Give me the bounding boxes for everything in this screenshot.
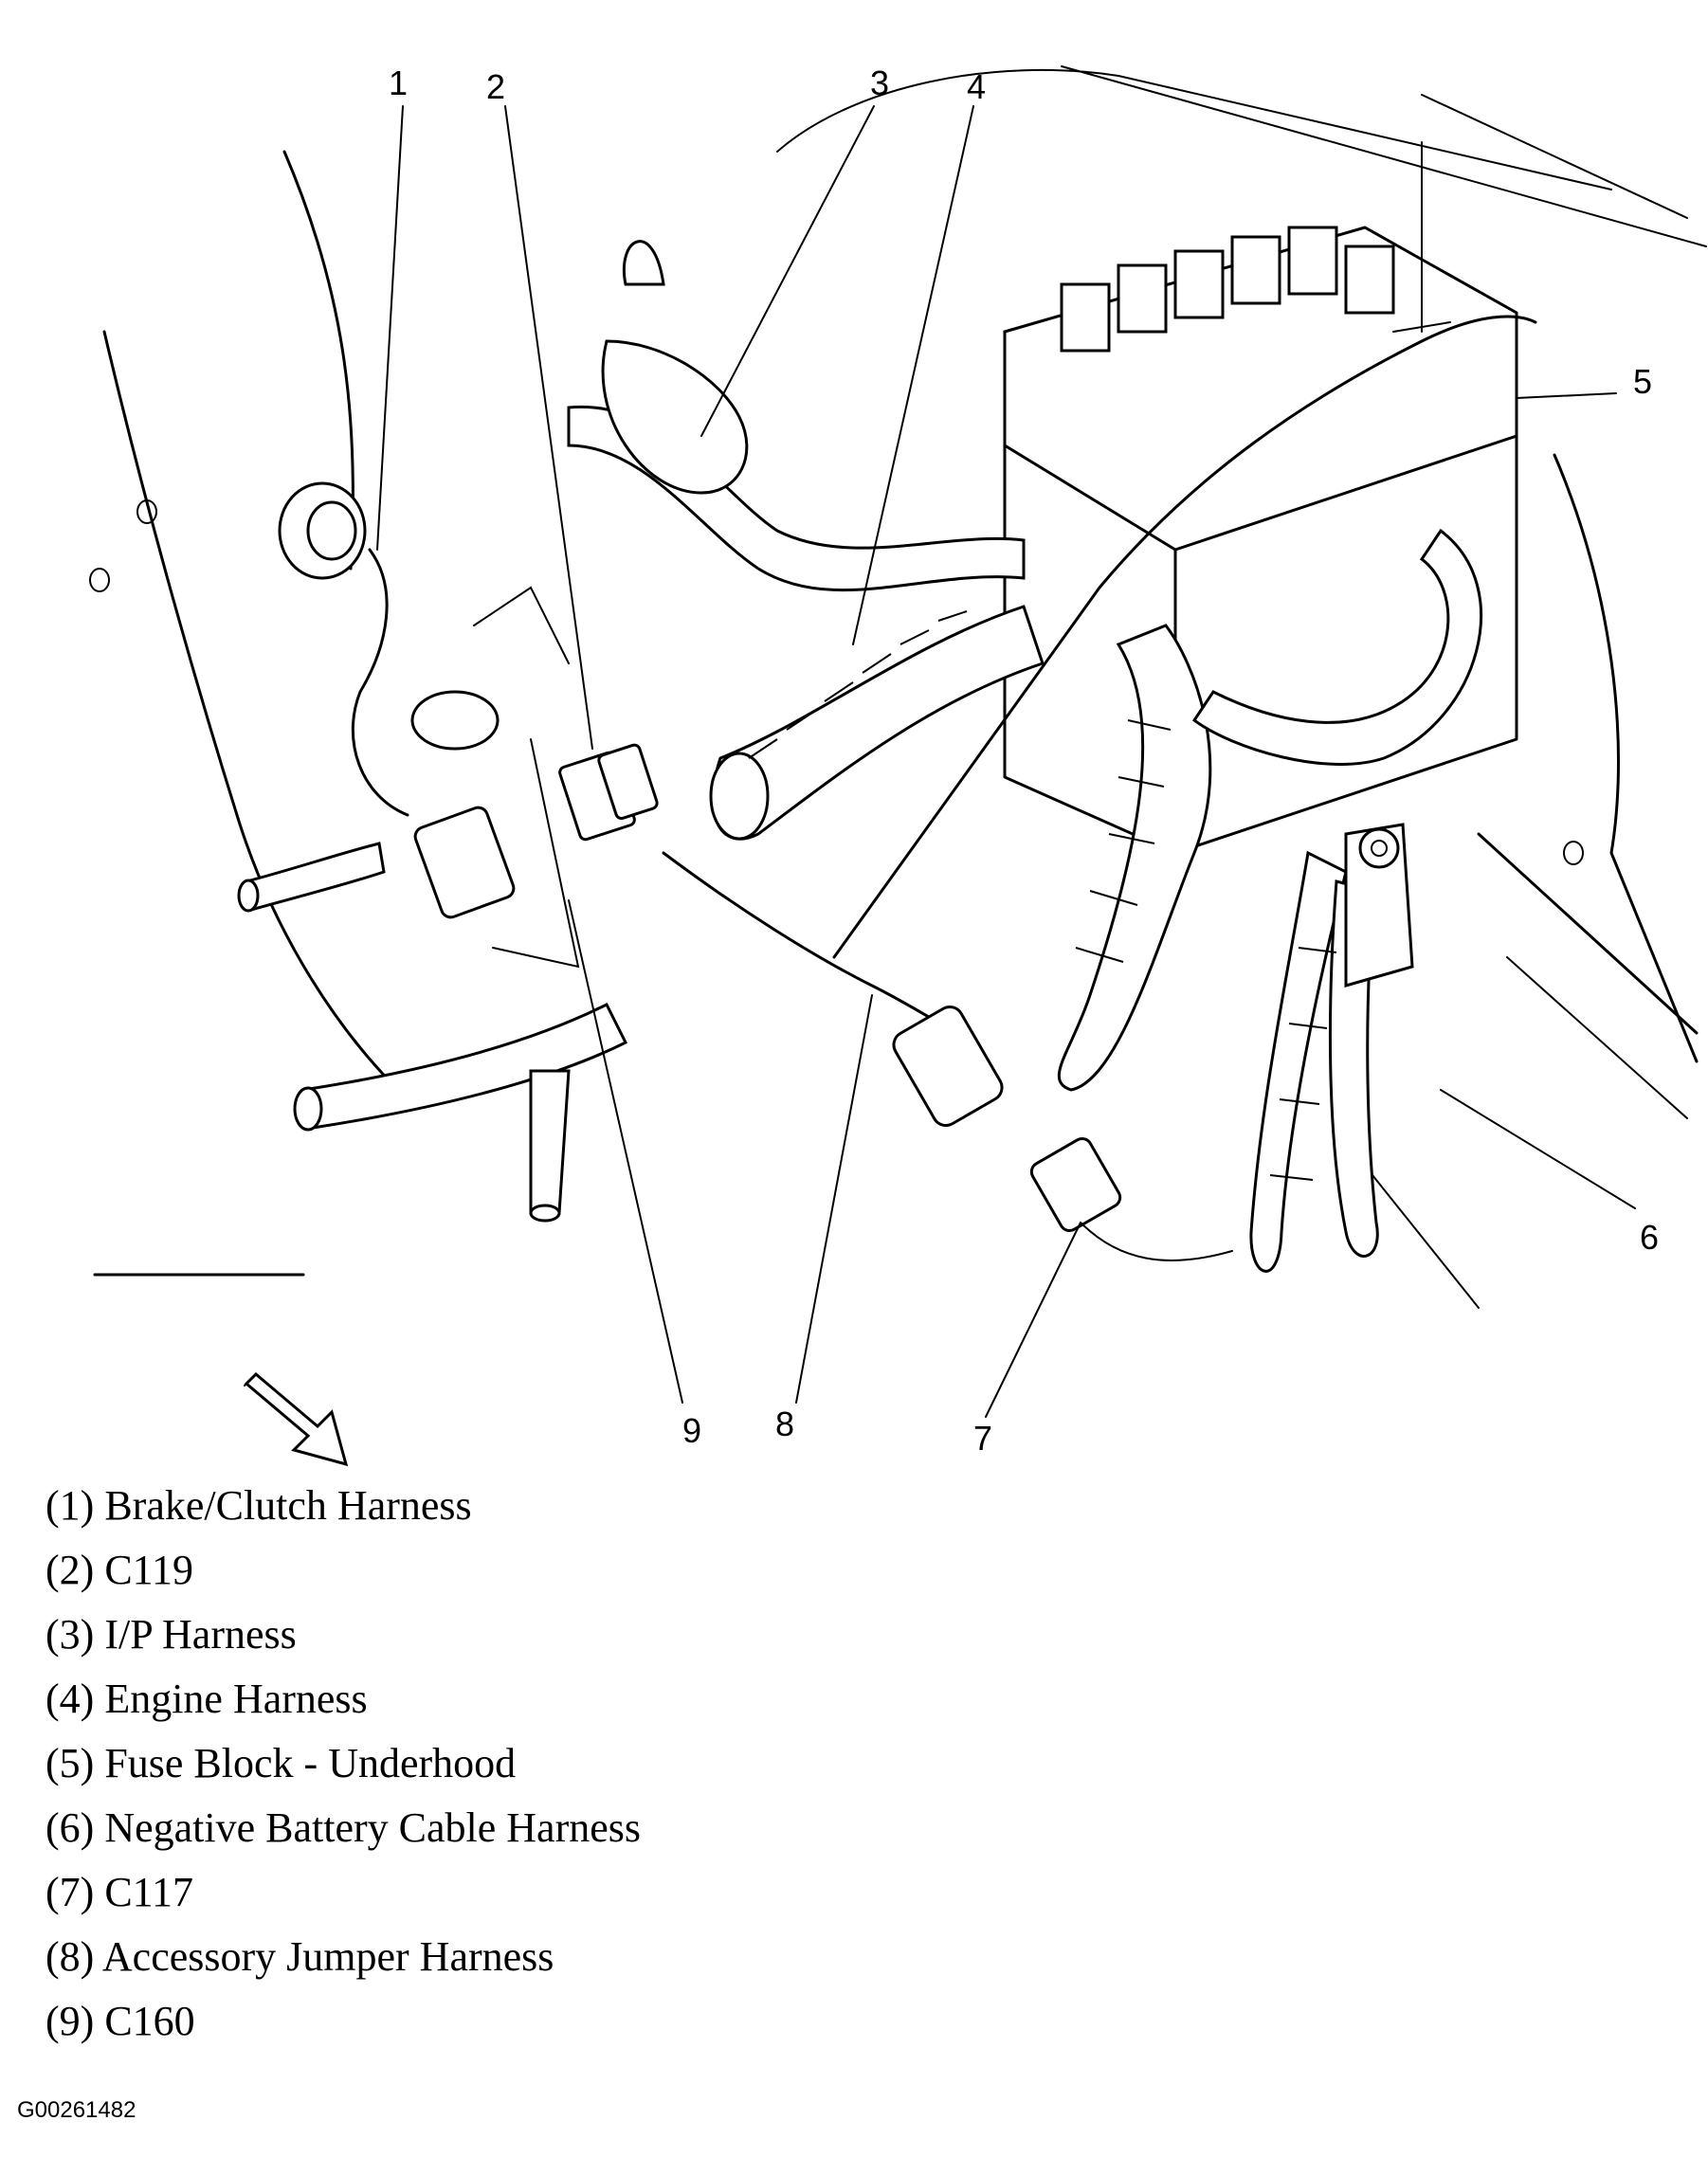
fuse-block-underhood: [1003, 141, 1518, 855]
brake-clutch-harness: [278, 481, 409, 817]
callout-5: 5: [1633, 362, 1652, 401]
accessory-jumper-harness: [662, 315, 1537, 1261]
wiring-harness-illustration: 1 2 3 4 5 6 7 8 9: [89, 63, 1707, 1467]
legend-list: (1) Brake/Clutch Harness (2) C119 (3) I/…: [45, 1474, 641, 2054]
legend-item: (3) I/P Harness: [45, 1611, 297, 1658]
callout-4: 4: [967, 67, 986, 106]
figure-id: G00261482: [17, 2097, 136, 2123]
legend-item: (1) Brake/Clutch Harness: [45, 1482, 472, 1529]
negative-battery-cable-terminal: [1344, 823, 1414, 988]
legend-item: (2) C119: [45, 1547, 194, 1593]
harness-bundles: [237, 240, 1483, 1273]
callout-numbers: 1 2 3 4 5 6 7 8 9: [389, 63, 1659, 1458]
legend-item: (9) C160: [45, 1998, 195, 2044]
callout-2: 2: [486, 67, 505, 106]
legend-item: (5) Fuse Block - Underhood: [45, 1740, 517, 1786]
legend-item: (8) Accessory Jumper Harness: [45, 1933, 554, 1980]
callout-9: 9: [682, 1411, 701, 1450]
body-panel-outlines: [89, 65, 1707, 1309]
callout-8: 8: [775, 1405, 794, 1443]
leader-lines: [376, 105, 1636, 1418]
legend-item: (6) Negative Battery Cable Harness: [45, 1804, 641, 1851]
callout-6: 6: [1640, 1218, 1659, 1257]
callout-7: 7: [973, 1419, 992, 1458]
legend-item: (4) Engine Harness: [45, 1676, 368, 1722]
callout-3: 3: [870, 63, 889, 102]
connector-c119: [558, 743, 659, 842]
callout-1: 1: [389, 63, 408, 102]
connector-c160: [410, 690, 580, 969]
forward-arrow-icon: [244, 1371, 349, 1467]
legend-item: (7) C117: [45, 1869, 194, 1915]
